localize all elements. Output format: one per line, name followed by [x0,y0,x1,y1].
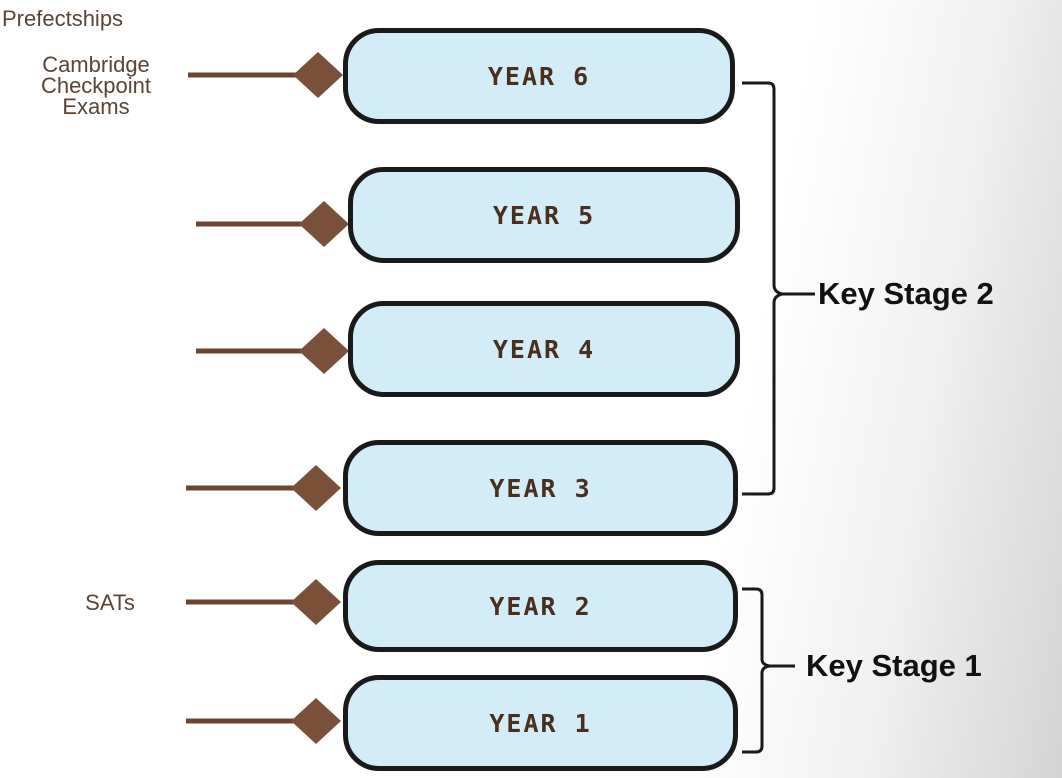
bracket-key-stage-1 [742,587,795,754]
connector-year-1 [186,698,341,744]
year-1-box: YEAR 1 [343,675,738,771]
year-2-label: YEAR 2 [489,591,592,621]
key-stage-2-label: Key Stage 2 [818,276,994,311]
bracket-key-stage-2 [742,81,815,496]
connector-year-5 [196,201,349,247]
year-3-label: YEAR 3 [489,473,592,503]
connector-year-3 [186,465,341,511]
prefectships-label: Prefectships [2,6,124,31]
year-4-box: YEAR 4 [348,301,740,397]
year-4-label: YEAR 4 [492,334,596,364]
sats-label: SATs [85,590,135,615]
year-5-box: YEAR 5 [348,167,740,263]
year-2-box: YEAR 2 [343,560,738,652]
year-1-label: YEAR 1 [489,708,592,738]
year-3-box: YEAR 3 [343,440,738,536]
year-6-box: YEAR 6 [343,28,735,124]
connector-year-2 [186,579,341,625]
year-6-label: YEAR 6 [487,61,591,91]
connector-year-6 [188,52,343,98]
cambridge-checkpoint-label: Cambridge Checkpoint Exams [40,52,152,119]
key-stage-1-label: Key Stage 1 [806,648,982,683]
connector-year-4 [196,328,349,374]
year-5-label: YEAR 5 [492,200,596,230]
